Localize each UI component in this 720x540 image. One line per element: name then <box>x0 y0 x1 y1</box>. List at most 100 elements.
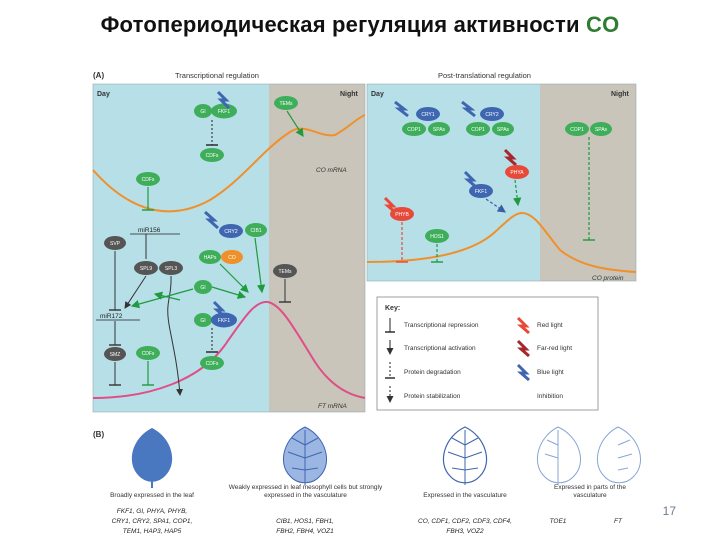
right-night-label: Night <box>611 91 630 98</box>
far-red-bolt <box>503 148 517 167</box>
tem-node-top <box>274 96 298 110</box>
leaf-broad <box>131 428 173 482</box>
cry1-text: CRY1 <box>421 112 434 118</box>
right-header: Post-translational regulation <box>438 71 531 80</box>
blue-light-bolt-2 <box>204 210 219 230</box>
cdf-node-bottom <box>136 346 160 360</box>
caption-broad: Broadly expressed in the leaf <box>110 492 194 499</box>
phyb-node <box>390 207 414 221</box>
spas-text-1: SPAs <box>433 127 446 133</box>
spl3-node <box>159 261 183 275</box>
key-light-red: Red light <box>537 322 563 329</box>
cdf-text-low: CDFs <box>206 361 219 367</box>
key-light-blue: Blue light <box>537 369 564 376</box>
spas-text-3: SPAs <box>595 127 608 133</box>
co-protein-label: CO protein <box>592 275 624 282</box>
left-night-label: Night <box>340 91 359 98</box>
left-header: Transcriptional regulation <box>175 71 259 80</box>
co-node <box>221 250 243 264</box>
panel-b-label: (B) <box>93 430 104 439</box>
cop1-text-1: COP1 <box>407 127 421 133</box>
right-day-label: Day <box>371 91 384 98</box>
key-item-4: Protein stabilization <box>404 393 461 400</box>
genes-partial-2: FT <box>614 518 623 525</box>
cdf-text-left: CDFs <box>142 177 155 183</box>
cib1-text: CIB1 <box>250 228 261 234</box>
haps-node <box>199 250 221 264</box>
gi-node-low <box>194 313 212 327</box>
genes-broad-1: FKF1, GI, PHYA, PHYB, <box>117 508 188 515</box>
spas-node-2 <box>492 122 514 136</box>
ft-mrna-curve <box>92 300 366 399</box>
genes-partial-1: TOE1 <box>550 518 567 525</box>
key-inhibition: Inhibition <box>537 393 563 400</box>
cop1-node-3 <box>565 122 589 136</box>
cry1-node <box>416 107 440 121</box>
panel-a-label: (A) <box>93 71 104 80</box>
key-blue-bolt <box>516 363 530 382</box>
phya-text: PHYA <box>510 170 524 176</box>
key-red-bolt <box>516 316 530 335</box>
leaf-partial-2 <box>596 426 642 484</box>
blue-light-bolt-4 <box>394 100 409 118</box>
co-mrna-label: CO mRNA <box>316 167 347 174</box>
haps-text: HAPs <box>204 255 217 261</box>
fkf1-node-right <box>469 184 493 198</box>
key-item-2: Transcriptional activation <box>404 345 476 352</box>
mir156-label: miR156 <box>138 227 161 234</box>
gi-node-mid <box>194 280 212 294</box>
smz-node <box>104 347 126 361</box>
cib1-node <box>245 223 267 237</box>
title-main: Фотопериодическая регуляция активности <box>100 12 580 37</box>
cry2-node-right <box>480 107 504 121</box>
genes-weak-1: CIB1, HOS1, FBH1, <box>276 518 334 525</box>
cry2-node-left <box>219 224 243 238</box>
fkf1-node <box>211 103 237 119</box>
slide-title: Фотопериодическая регуляция активности C… <box>0 12 720 38</box>
spas-node-3 <box>590 122 612 136</box>
genes-weak-2: FBH2, FBH4, VOZ1 <box>276 528 334 535</box>
hos1-node <box>425 229 449 243</box>
fkf1-text-right: FKF1 <box>475 189 487 195</box>
cdf-node-left <box>136 172 160 186</box>
mir172-label: miR172 <box>100 313 123 320</box>
cop1-text-3: COP1 <box>570 127 584 133</box>
cdf-node-low <box>200 356 224 370</box>
cry2-text-left: CRY2 <box>224 229 237 235</box>
svp-node <box>104 236 126 250</box>
genes-vasc-2: FBH3, VOZ2 <box>446 528 484 535</box>
cop1-node-1 <box>402 122 426 136</box>
co-protein-curve <box>366 211 637 273</box>
blue-light-bolt-5 <box>461 100 476 118</box>
fkf1-text-low: FKF1 <box>218 318 230 324</box>
genes-broad-3: TEM1, HAP3, HAP5 <box>123 528 182 535</box>
key-light-farred: Far-red light <box>537 345 572 352</box>
spl9-node <box>134 261 158 275</box>
right-night-bg <box>540 84 636 281</box>
cop1-text-2: COP1 <box>471 127 485 133</box>
blue-light-bolt <box>216 90 231 110</box>
left-night-bg <box>269 84 365 412</box>
key-title: Key: <box>385 305 400 312</box>
spas-text-2: SPAs <box>497 127 510 133</box>
tem-text-top: TEMs <box>279 101 293 107</box>
caption-vasculature: Expressed in the vasculature <box>423 492 507 499</box>
spas-node-1 <box>428 122 450 136</box>
cdf-node-top <box>200 148 224 162</box>
title-co: CO <box>586 12 620 37</box>
red-light-bolt <box>383 196 397 215</box>
tem-text-right: TEMs <box>278 269 292 275</box>
blue-light-bolt-6 <box>463 170 477 189</box>
key-farred-bolt <box>516 339 530 358</box>
co-text: CO <box>228 255 236 261</box>
right-day-bg <box>367 84 540 281</box>
gi-node <box>194 104 212 118</box>
tem-node-right <box>273 264 297 278</box>
cop1-node-2 <box>466 122 490 136</box>
key-box <box>376 296 599 411</box>
spl3-text: SPL3 <box>165 266 177 272</box>
cry2-text-right: CRY2 <box>485 112 498 118</box>
fkf1-node-low <box>211 312 237 328</box>
spl9-text: SPL9 <box>140 266 152 272</box>
